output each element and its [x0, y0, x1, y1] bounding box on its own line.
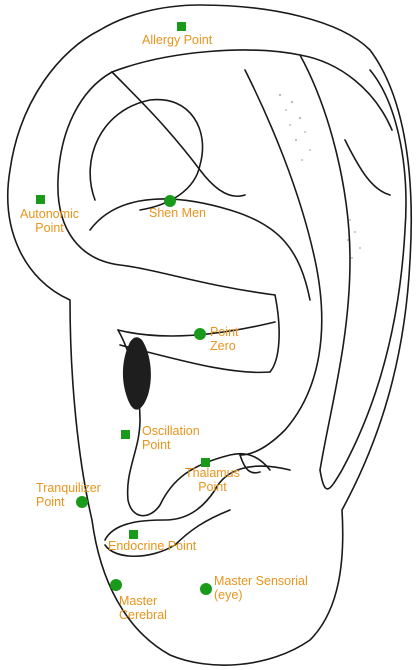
- lobe-line: [104, 509, 231, 558]
- helix-outer-band: [319, 69, 407, 490]
- concha-line-upper: [117, 321, 276, 337]
- oscillation-point-label: Oscillation Point: [142, 424, 200, 452]
- helix-notch: [344, 139, 391, 196]
- stippling-texture: [279, 94, 361, 259]
- tranquilizer-point-label: Tranquilizer Point: [36, 481, 101, 509]
- oscillation-point-marker[interactable]: [121, 430, 130, 439]
- antihelix-outer: [299, 54, 351, 471]
- antihelix-body: [239, 69, 323, 456]
- antitragus-curve: [104, 465, 291, 541]
- autonomic-point-label: Autonomic Point: [20, 207, 80, 235]
- master-cerebral-label: Master Cerebral: [119, 594, 167, 622]
- point-zero-marker[interactable]: [194, 328, 206, 340]
- triangular-fossa: [89, 98, 204, 211]
- scapha-inner-arc: [89, 198, 311, 301]
- ear-canal: [122, 337, 151, 410]
- point-zero-label: Point Zero: [210, 325, 239, 353]
- helix-inner-line: [57, 71, 276, 296]
- helix-outer-outline: [7, 4, 413, 666]
- thalamus-point-marker[interactable]: [201, 458, 210, 467]
- allergy-point-label: Allergy Point: [142, 33, 213, 47]
- shen-men-marker[interactable]: [164, 195, 176, 207]
- concha-right-edge: [269, 294, 280, 373]
- concha-lower-edge: [239, 454, 261, 474]
- shen-men-label: Shen Men: [149, 206, 206, 220]
- endocrine-point-marker[interactable]: [129, 530, 138, 539]
- endocrine-point-label: Endocrine Point: [108, 539, 197, 553]
- master-sensorial-marker[interactable]: [200, 583, 212, 595]
- antihelix-upper-crus: [111, 71, 246, 197]
- allergy-point-marker[interactable]: [177, 22, 186, 31]
- master-sensorial-label: Master Sensorial (eye): [214, 574, 308, 602]
- tranquilizer-point-marker[interactable]: [76, 496, 88, 508]
- master-cerebral-marker[interactable]: [110, 579, 122, 591]
- autonomic-point-marker[interactable]: [36, 195, 45, 204]
- thalamus-point-label: Thalamus Point: [185, 466, 240, 494]
